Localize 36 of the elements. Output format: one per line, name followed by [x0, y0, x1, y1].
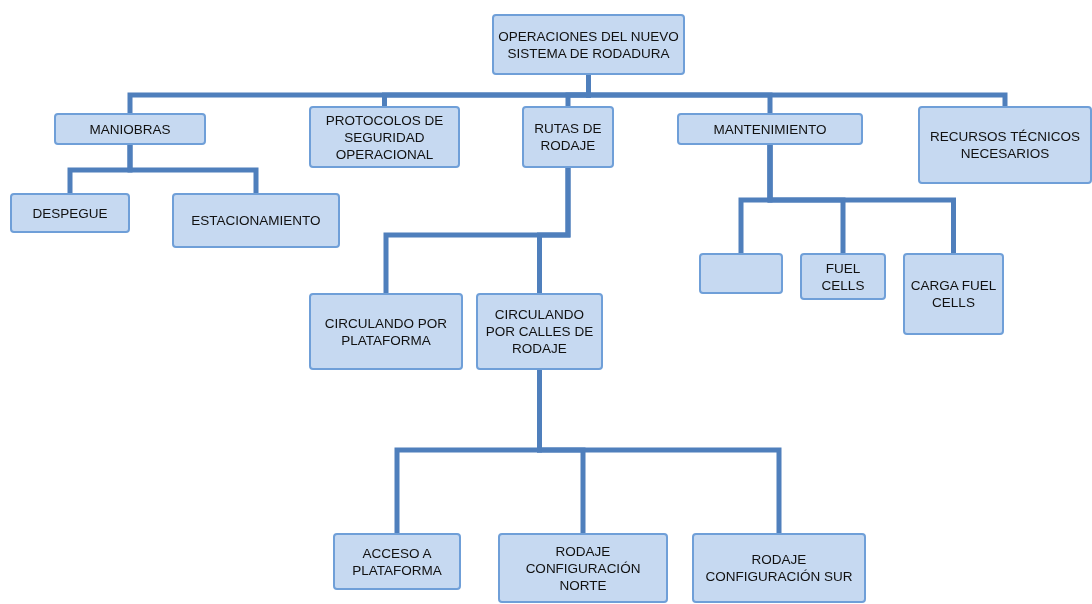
node-label: CARGA FUEL CELLS [909, 277, 998, 311]
connector-line [537, 370, 782, 533]
process-box [309, 293, 463, 370]
node-label: CIRCULANDO POR CALLES DE RODAJE [484, 306, 595, 357]
node-label: PROTOCOLOS DE SEGURIDAD OPERACIONAL [324, 111, 445, 163]
node-label: RUTAS DE RODAJE [533, 120, 603, 154]
connector-line [127, 145, 259, 193]
node-label: FUEL CELLS [820, 259, 866, 294]
process-box [492, 14, 685, 75]
node-label: MANIOBRAS [89, 120, 171, 138]
process-box [692, 533, 866, 603]
connector-line [586, 75, 1008, 106]
node-label: RECURSOS TÉCNICOS NECESARIOS [929, 128, 1081, 162]
process-box [918, 106, 1092, 184]
empty-box [699, 253, 783, 294]
process-box [333, 533, 461, 590]
process-box [677, 113, 863, 145]
process-box [309, 106, 460, 168]
process-box [522, 106, 614, 168]
connector-line [537, 168, 571, 293]
process-box [800, 253, 886, 300]
process-box [10, 193, 130, 233]
node-label: OPERACIONES DEL NUEVO SISTEMA DE RODADURA [498, 27, 679, 62]
node-label: ESTACIONAMIENTO [191, 212, 321, 229]
node-label: DESPEGUE [32, 204, 108, 222]
process-box [498, 533, 668, 603]
node-label: ACCESO A PLATAFORMA [351, 544, 443, 579]
connector-line [767, 145, 956, 253]
node-label: CIRCULANDO POR PLATAFORMA [323, 314, 449, 349]
process-box [54, 113, 206, 145]
process-box [903, 253, 1004, 335]
process-box [172, 193, 340, 248]
node-label: MANTENIMIENTO [713, 120, 827, 138]
process-box [476, 293, 603, 370]
node-label: RODAJE CONFIGURACIÓN SUR [704, 551, 854, 585]
node-label: RODAJE CONFIGURACIÓN NORTE [524, 542, 642, 594]
